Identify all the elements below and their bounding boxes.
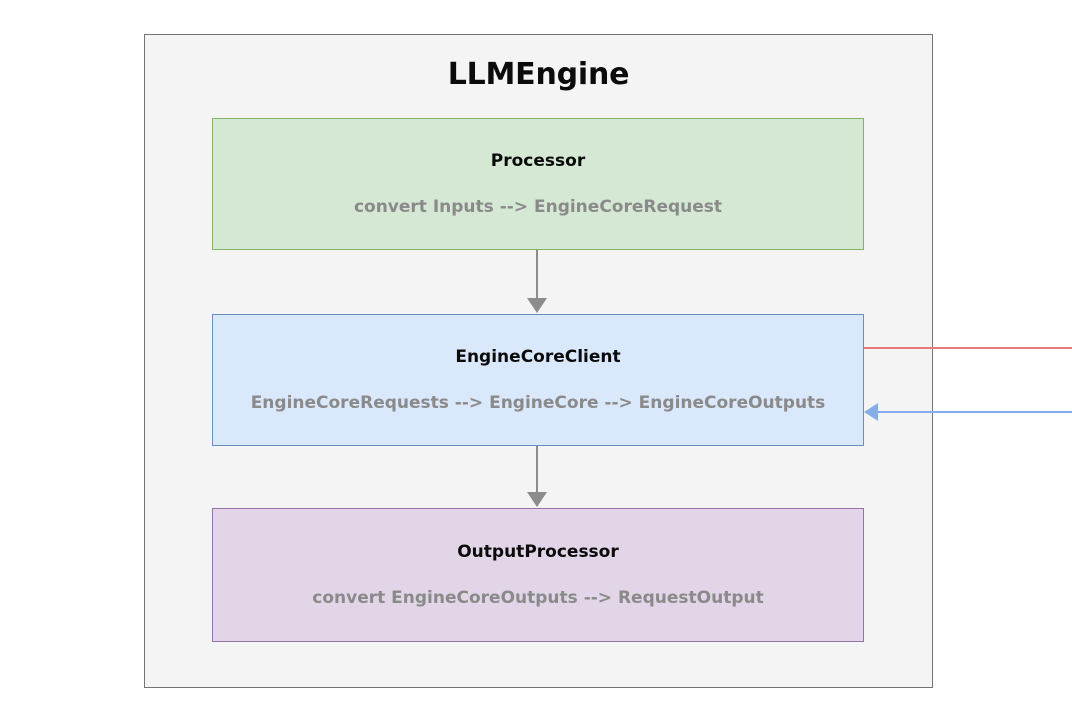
node-outputprocessor-title: OutputProcessor — [457, 541, 619, 562]
subgraph-title: LLMEngine — [447, 57, 630, 92]
node-enginecoreclient-subtitle: EngineCoreRequests --> EngineCore --> En… — [250, 393, 826, 413]
node-processor-title: Processor — [490, 150, 586, 171]
node-enginecoreclient-title: EngineCoreClient — [455, 346, 621, 367]
node-processor-subtitle: convert Inputs --> EngineCoreRequest — [353, 197, 723, 217]
node-outputprocessor[interactable]: OutputProcessor convert EngineCoreOutput… — [212, 508, 864, 642]
arrowhead-down-icon — [527, 492, 547, 507]
edge-processor-to-enginecoreclient — [536, 250, 538, 300]
arrowhead-down-icon — [527, 298, 547, 313]
arrowhead-left-icon — [864, 403, 878, 421]
edge-enginecoreclient-outgoing — [864, 347, 1072, 349]
edge-enginecoreclient-incoming — [876, 411, 1072, 413]
node-outputprocessor-subtitle: convert EngineCoreOutputs --> RequestOut… — [312, 588, 764, 608]
node-processor[interactable]: Processor convert Inputs --> EngineCoreR… — [212, 118, 864, 250]
node-enginecoreclient[interactable]: EngineCoreClient EngineCoreRequests --> … — [212, 314, 864, 446]
edge-enginecoreclient-to-outputprocessor — [536, 446, 538, 494]
